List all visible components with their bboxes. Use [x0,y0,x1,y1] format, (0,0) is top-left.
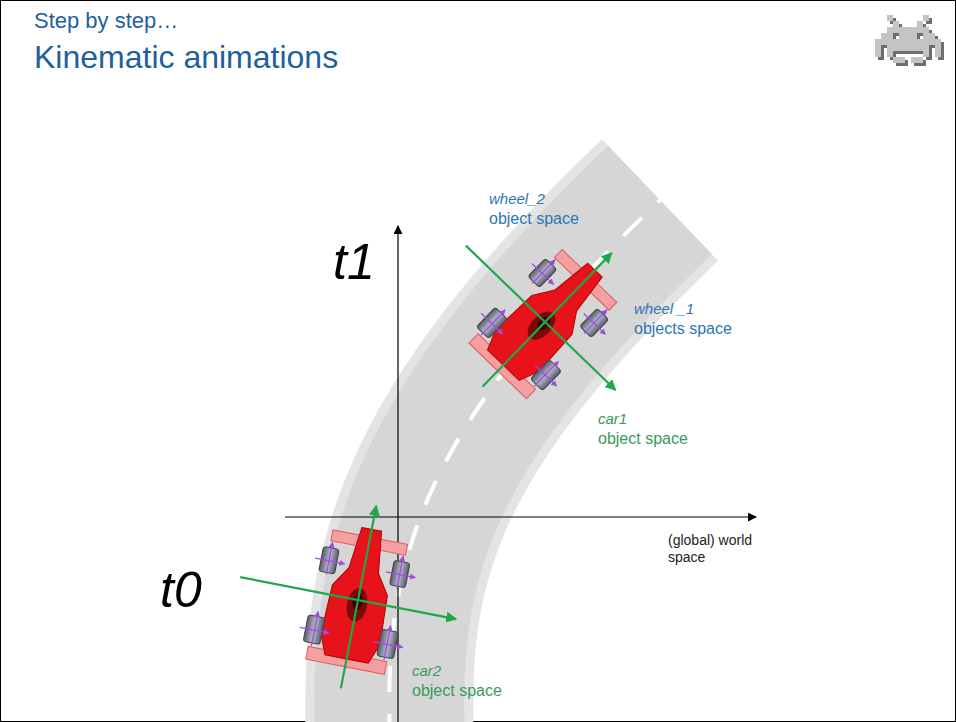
space-caption: object space [598,429,688,448]
car2-figure [223,483,474,708]
space-invader-icon [875,15,944,66]
space-name: wheel_2 [489,190,545,208]
slide-kicker: Step by step… [34,8,178,34]
space-name: car2 [412,662,441,680]
space-caption: objects space [634,319,732,338]
time-label: t0 [160,560,202,620]
space-caption: object space [489,209,579,228]
time-label: t1 [333,232,375,292]
space-name: wheel _1 [634,300,694,318]
space-name: car1 [598,410,627,428]
world-axes [285,226,756,722]
slide-title: Kinematic animations [34,38,338,76]
road [389,200,660,722]
space-caption: (global) world space [668,532,754,566]
space-caption: object space [412,681,502,700]
